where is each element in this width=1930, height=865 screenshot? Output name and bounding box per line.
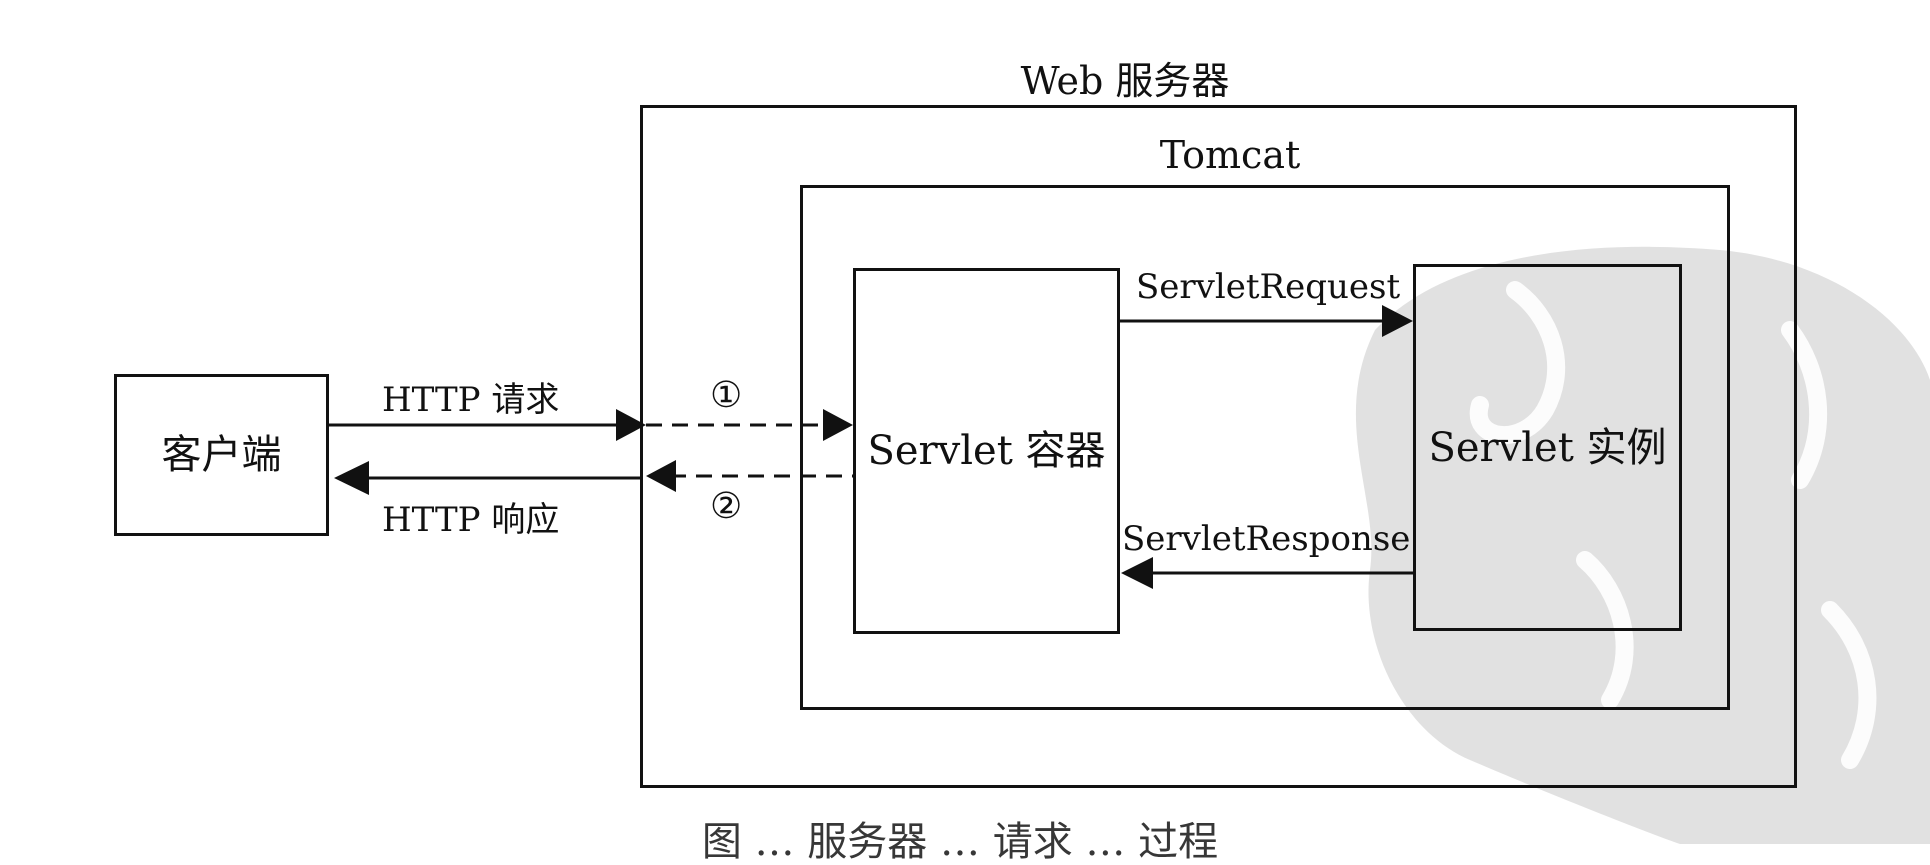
web-server-box [640, 105, 1797, 788]
servlet-container-label: Servlet 容器 [867, 428, 1106, 474]
servlet-container-box [853, 268, 1120, 634]
step1-label: ① [710, 375, 743, 416]
servlet-instance-label: Servlet 实例 [1428, 424, 1667, 471]
http-response-label: HTTP 响应 [382, 500, 560, 540]
servlet-instance-box [1413, 264, 1682, 631]
figure-caption: 图 … 服务器 … 请求 … 过程 [701, 819, 1219, 865]
step2-label: ② [710, 486, 743, 527]
http-response-arrowhead [334, 461, 369, 495]
tomcat-title: Tomcat [1159, 133, 1301, 177]
client-label: 客户端 [161, 432, 282, 478]
diagram-canvas: Web 服务器 Tomcat Servlet 容器 Servlet 实例 客户端 [114, 59, 1930, 862]
web-server-title: Web 服务器 [1020, 59, 1230, 103]
tomcat-box [800, 185, 1730, 710]
servlet-request-label: ServletRequest [1136, 267, 1401, 307]
servlet-response-label: ServletResponse [1122, 519, 1411, 559]
client-box [114, 374, 329, 536]
http-request-label: HTTP 请求 [382, 380, 560, 420]
